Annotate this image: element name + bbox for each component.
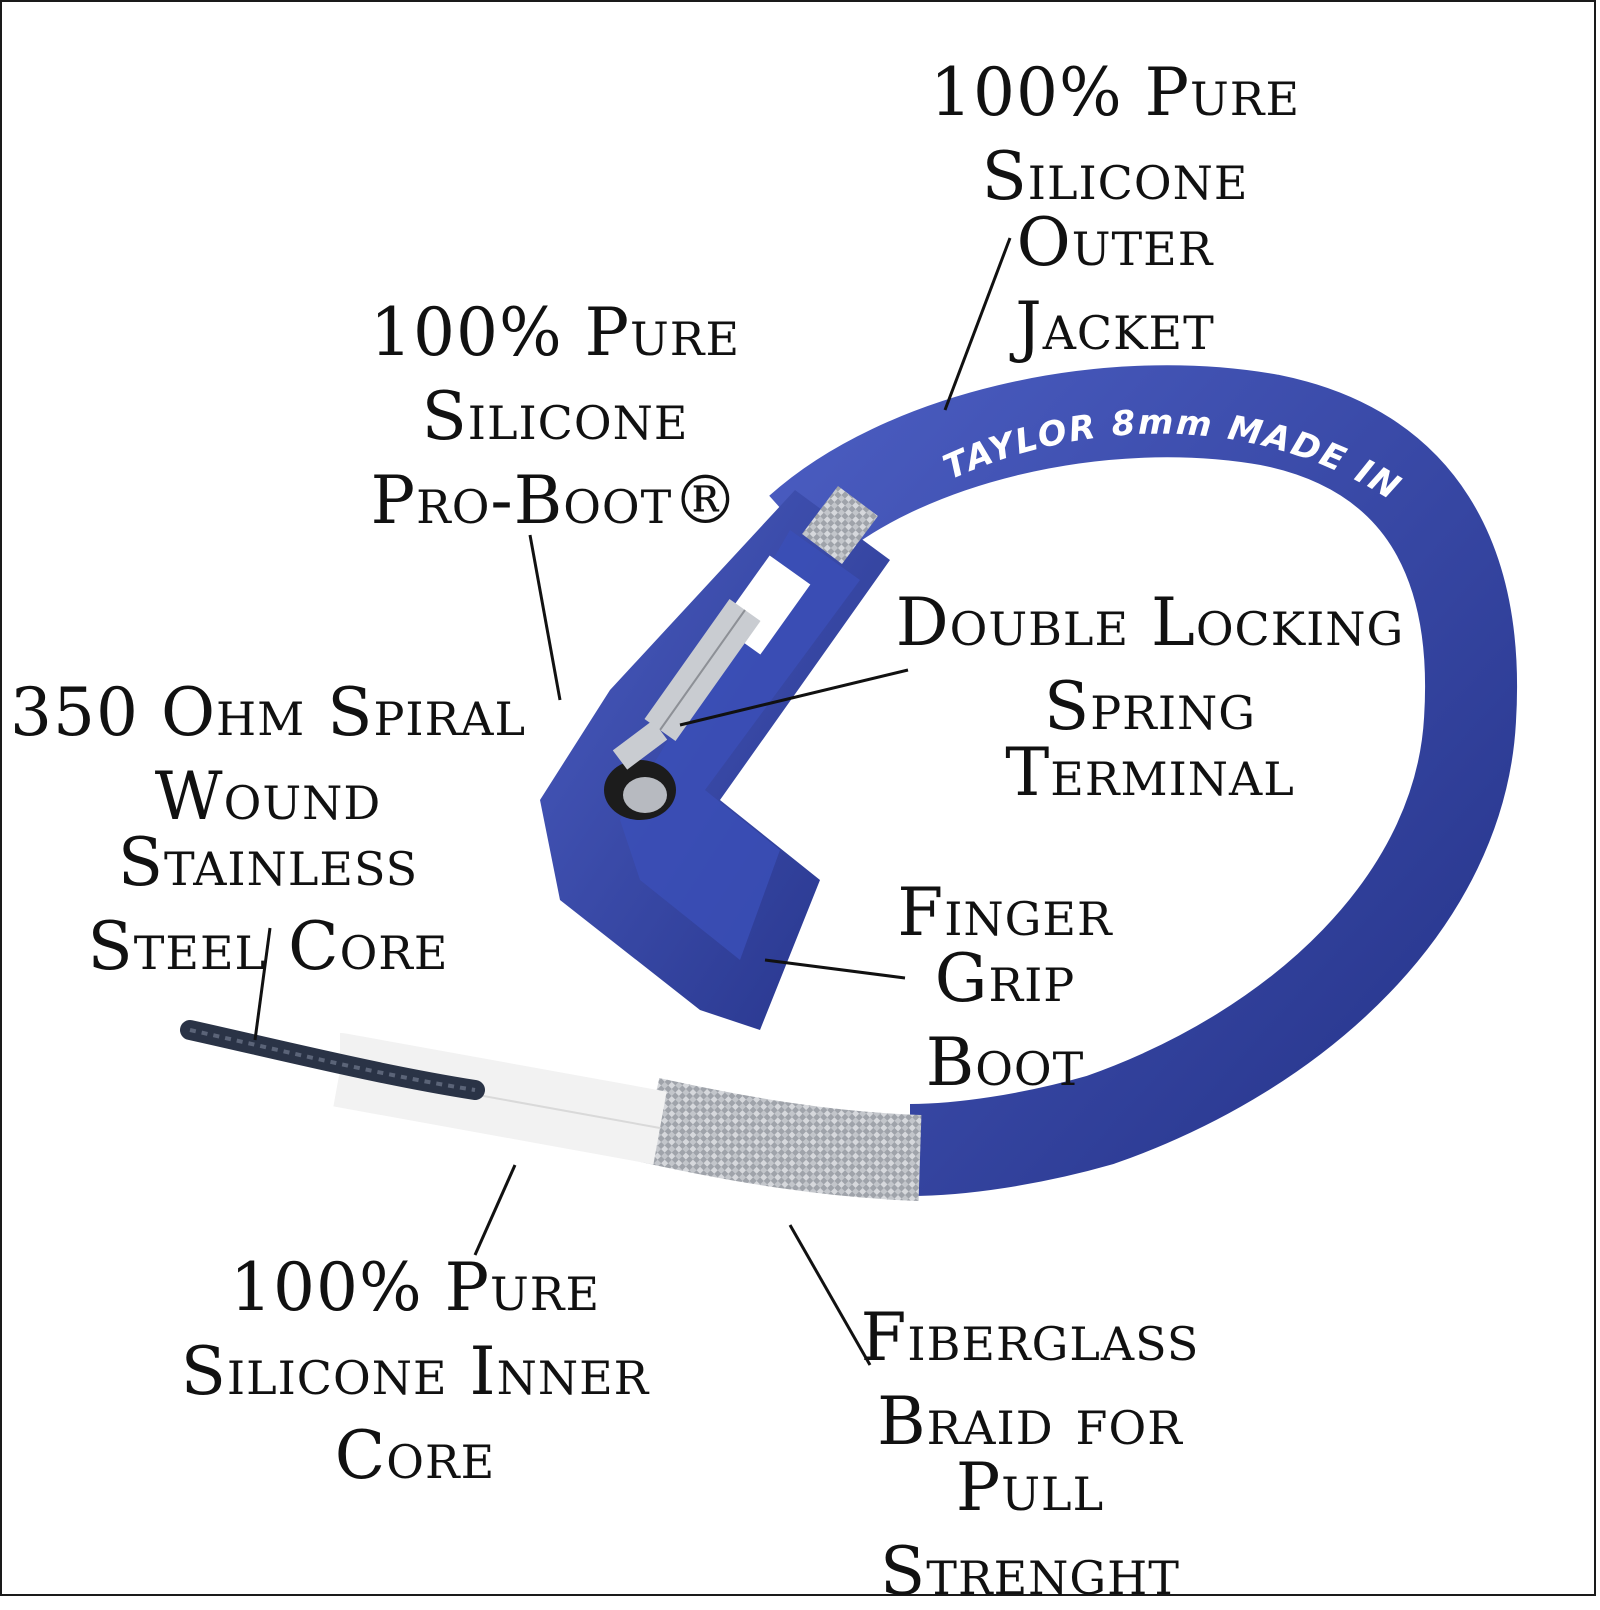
label-fiberglass: Fiberglass Braid for Pull Strenght (860, 1299, 1200, 1610)
leader-finger-grip (764, 958, 906, 980)
leader-terminal (679, 668, 909, 727)
fiberglass-braid (640, 1078, 922, 1201)
leader-pro-boot (528, 534, 562, 701)
leader-steel-core (253, 927, 272, 1041)
spring-terminal (604, 599, 761, 820)
label-inner-core: 100% Pure Silicone Inner Core (180, 1249, 650, 1494)
label-finger-grip: Finger Grip Boot (897, 874, 1113, 1101)
label-pro-boot: 100% Pure Silicone Pro-Boot® (369, 294, 741, 539)
leader-inner-core (473, 1164, 517, 1256)
leader-outer-jacket (943, 237, 1012, 411)
leader-fiberglass (788, 1224, 872, 1366)
label-terminal: Double Locking Spring Terminal (895, 584, 1405, 811)
label-outer-jacket: 100% Pure Silicone Outer Jacket (929, 54, 1301, 365)
outer-jacket-cable (769, 365, 1517, 1196)
leader-lines (253, 237, 1012, 1366)
label-steel-core: 350 Ohm Spiral Wound Stainless Steel Cor… (10, 674, 526, 985)
